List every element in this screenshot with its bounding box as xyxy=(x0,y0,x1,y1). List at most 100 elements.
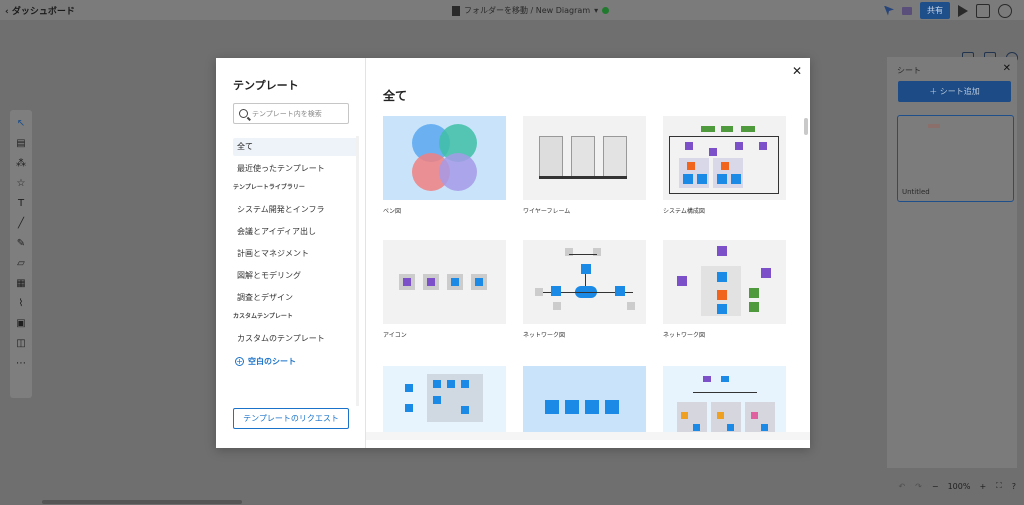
template-search[interactable] xyxy=(233,103,349,124)
zoom-level[interactable]: 100% xyxy=(947,481,971,491)
nav-item-custom[interactable]: カスタムのテンプレート xyxy=(237,334,325,343)
line-icon[interactable]: ╱ xyxy=(17,218,25,229)
left-toolbar: ↖ ▤ ⁂ ☆ T ╱ ✎ ▱ ▦ ⌇ ▣ ◫ ⋯ xyxy=(10,110,32,398)
share-button[interactable]: 共有 xyxy=(920,2,950,19)
close-icon[interactable]: ✕ xyxy=(1002,63,1011,74)
sheet-panel-title: シート xyxy=(897,66,921,75)
template-request-button[interactable]: テンプレートのリクエスト xyxy=(233,408,349,429)
close-icon[interactable]: ✕ xyxy=(791,64,802,78)
node-green xyxy=(701,126,715,132)
zoom-out-button[interactable]: − xyxy=(931,481,939,491)
search-icon xyxy=(239,109,248,118)
redo-icon[interactable]: ↷ xyxy=(915,481,922,491)
template-card-wireframe[interactable]: ワイヤーフレーム xyxy=(523,116,646,215)
zoom-in-button[interactable]: + xyxy=(979,481,987,491)
chevron-down-icon[interactable]: ▾ xyxy=(594,6,599,15)
table-icon[interactable]: ▦ xyxy=(16,278,26,289)
node-blue xyxy=(727,424,734,431)
template-caption: ネットワーク図 xyxy=(663,332,706,339)
pen-icon[interactable]: ✎ xyxy=(16,238,26,249)
star-icon[interactable]: ☆ xyxy=(16,178,26,189)
sidebar-scrollbar[interactable] xyxy=(356,136,359,406)
nav-item-research-design[interactable]: 調査とデザイン xyxy=(237,293,293,302)
template-card-flow[interactable] xyxy=(383,366,506,432)
help-icon[interactable] xyxy=(998,3,1012,18)
present-play-icon[interactable] xyxy=(958,4,968,17)
node-gray xyxy=(627,302,635,310)
node-blue xyxy=(551,286,561,296)
avatar[interactable] xyxy=(902,6,912,15)
sticky-note-icon[interactable]: ▱ xyxy=(17,258,25,269)
blank-sheet-link[interactable]: + 空白のシート xyxy=(233,352,358,370)
node-orange xyxy=(681,412,688,419)
icon-tile xyxy=(565,400,579,414)
gallery-scrollbar[interactable] xyxy=(804,118,808,135)
icon-glyph xyxy=(427,278,435,286)
node-blue xyxy=(697,174,707,184)
help-circle-icon[interactable]: ? xyxy=(1011,481,1016,491)
document-title-text: フォルダーを移動 / New Diagram xyxy=(464,6,591,15)
plus-circle-icon: + xyxy=(235,356,244,366)
add-sheet-button[interactable]: ＋ シート追加 xyxy=(898,81,1011,102)
select-cursor-icon[interactable]: ↖ xyxy=(16,118,26,129)
search-input[interactable] xyxy=(252,109,348,118)
template-thumbnail xyxy=(663,116,786,200)
template-caption: ネットワーク図 xyxy=(523,332,566,339)
icon-tile xyxy=(585,400,599,414)
template-thumbnail xyxy=(383,240,506,324)
node-purple xyxy=(685,142,693,150)
node-blue xyxy=(717,174,727,184)
template-card-aws[interactable] xyxy=(523,366,646,432)
zoom-control: − 100% + xyxy=(932,482,986,491)
horizontal-scrollbar[interactable] xyxy=(42,500,242,504)
fit-screen-icon[interactable]: ⛶ xyxy=(996,481,1002,490)
template-modal: テンプレート 全て 最近使ったテンプレート テンプレートライブラリー システム開… xyxy=(216,58,810,448)
node-orange xyxy=(687,162,695,170)
template-card-system[interactable]: システム構成図 xyxy=(663,116,786,215)
template-gallery: ✕ 全て ベン図 ワイヤーフレー xyxy=(366,58,810,448)
nav-item-recent[interactable]: 最近使ったテンプレート xyxy=(237,164,325,173)
wireframe-screen xyxy=(603,136,627,178)
template-grid: ベン図 ワイヤーフレーム xyxy=(366,116,810,432)
node-blue xyxy=(717,304,727,314)
template-card-venn[interactable]: ベン図 xyxy=(383,116,506,215)
nav-item-planning[interactable]: 計画とマネジメント xyxy=(237,249,309,258)
more-icon[interactable]: ⋯ xyxy=(16,358,26,369)
template-card-org[interactable] xyxy=(663,366,786,432)
undo-icon[interactable]: ↶ xyxy=(898,481,906,491)
template-card-network[interactable]: ネットワーク図 xyxy=(523,240,646,339)
node-blue xyxy=(433,396,441,404)
node-pink xyxy=(751,412,758,419)
sheet-panel: シート ✕ ＋ シート追加 Untitled xyxy=(887,57,1017,468)
node-blue xyxy=(405,384,413,392)
icon-glyph xyxy=(475,278,483,286)
node-purple xyxy=(709,148,717,156)
nav-item-modeling[interactable]: 図解とモデリング xyxy=(237,271,301,280)
nav-item-system-infra[interactable]: システム開発とインフラ xyxy=(237,205,325,214)
template-card-network-2[interactable]: ネットワーク図 xyxy=(663,240,786,339)
nav-item-all[interactable]: 全て xyxy=(233,138,358,156)
gallery-footer xyxy=(366,432,810,440)
embed-icon[interactable]: ◫ xyxy=(16,338,26,349)
template-thumbnail xyxy=(383,116,506,200)
cursor-icon xyxy=(884,5,894,16)
node-blue xyxy=(447,380,455,388)
sheet-thumbnail[interactable]: Untitled xyxy=(897,115,1014,202)
node-blue xyxy=(405,404,413,412)
export-icon[interactable] xyxy=(976,3,990,18)
node-green xyxy=(741,126,755,132)
back-to-dashboard-link[interactable]: ‹ ダッシュボード xyxy=(5,7,75,17)
node-blue xyxy=(693,424,700,431)
templates-icon[interactable]: ⁂ xyxy=(16,158,26,169)
node-blue xyxy=(717,272,727,282)
node-blue xyxy=(461,406,469,414)
nav-item-meeting-ideas[interactable]: 会議とアイディア出し xyxy=(237,227,317,236)
text-icon[interactable]: T xyxy=(17,198,25,209)
document-title[interactable]: フォルダーを移動 / New Diagram ▾ xyxy=(452,5,610,16)
node-gray xyxy=(565,248,573,256)
template-card-icons[interactable]: アイコン xyxy=(383,240,506,339)
image-icon[interactable]: ▣ xyxy=(16,318,26,329)
shapes-icon[interactable]: ▤ xyxy=(16,138,26,149)
node-blue xyxy=(433,380,441,388)
chart-icon[interactable]: ⌇ xyxy=(18,298,24,309)
